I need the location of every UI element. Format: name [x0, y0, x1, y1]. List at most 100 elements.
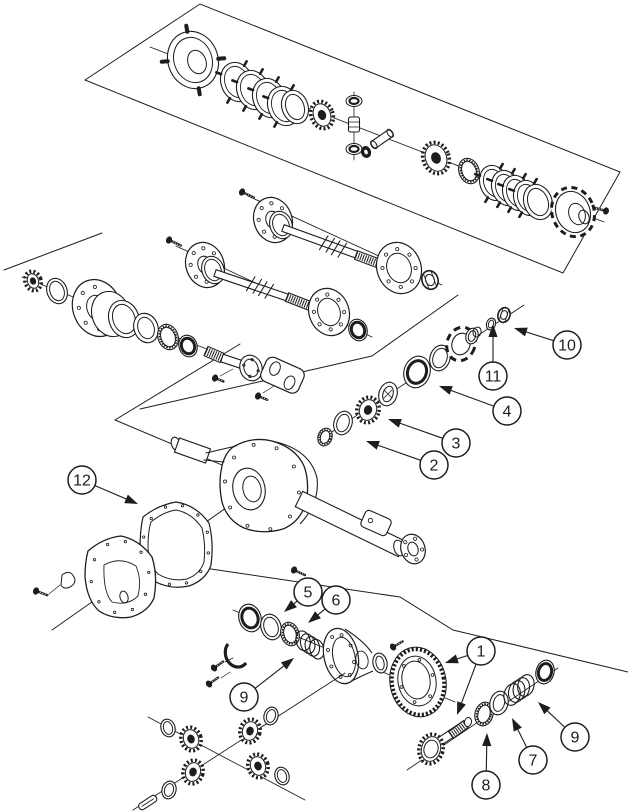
callout-circle	[518, 745, 548, 775]
plate-tab	[226, 96, 232, 104]
side-gear-body	[424, 144, 448, 172]
line	[337, 242, 348, 258]
arrowhead	[280, 658, 294, 670]
hole	[413, 536, 418, 541]
pinion-seal-rim	[405, 359, 429, 385]
bolt-threads	[216, 661, 224, 667]
hole	[196, 513, 200, 517]
thrust-washer	[160, 718, 176, 738]
mid-sheet-edge	[371, 294, 459, 357]
dust-shield-inner	[432, 347, 448, 369]
callout-number: 9	[240, 690, 249, 707]
bearing-cup	[133, 312, 159, 344]
plate-tab	[521, 172, 527, 180]
callout-leader	[459, 664, 477, 708]
hole	[315, 297, 320, 302]
callout-number: 5	[304, 585, 313, 602]
plate-tab	[485, 177, 494, 183]
hole	[268, 527, 273, 532]
callout-circle	[466, 636, 496, 666]
hole	[338, 322, 343, 327]
hole	[398, 284, 403, 289]
pinion-gear	[417, 732, 445, 766]
arrowhead	[445, 654, 459, 664]
plate-tab	[507, 206, 513, 214]
bolt-holes	[311, 292, 347, 332]
part-ellipse	[500, 310, 508, 320]
spider-gear-body	[182, 729, 200, 749]
carrier-bolt	[290, 566, 307, 577]
mid-sheet-edge	[139, 355, 373, 410]
thrust-washer-inner	[276, 769, 288, 783]
yoke-stub	[472, 326, 482, 338]
shaft-break-mark	[330, 240, 348, 258]
retainer-plate	[375, 241, 423, 295]
pinion-bearing-cone-body	[358, 399, 378, 421]
spider-gear-hub	[187, 734, 195, 744]
axle-nut	[421, 269, 439, 291]
thrust-washer-inner	[162, 721, 174, 735]
thrust-washer-inner	[163, 783, 175, 797]
coil-turn	[299, 633, 316, 654]
callout-12: 12	[67, 465, 138, 504]
drain-plug	[119, 590, 129, 604]
callout-number: 4	[503, 404, 512, 421]
hole	[328, 327, 333, 332]
hole	[123, 540, 127, 544]
bearing-cup-inner	[137, 316, 155, 340]
hole	[256, 217, 261, 222]
gasket-inner	[147, 509, 206, 581]
plate-tab	[498, 162, 504, 170]
ring-gear-bore	[401, 660, 431, 700]
callout-2: 2	[366, 440, 449, 480]
bolt-threads	[595, 207, 603, 211]
hole	[223, 479, 227, 484]
hole	[232, 455, 236, 460]
hole	[386, 279, 391, 284]
left-axle-tube	[173, 437, 212, 464]
callout-leader	[543, 707, 566, 728]
hole	[205, 530, 209, 534]
bolt-head	[290, 566, 298, 574]
diff-cover	[84, 535, 157, 619]
castellation	[184, 23, 190, 34]
side-gear-hub	[317, 109, 327, 121]
callout-number: 1	[477, 644, 486, 661]
spindle-bolt	[211, 374, 225, 383]
pinion-gear-assembly	[406, 659, 559, 771]
castellation	[159, 59, 170, 64]
flange-bolt	[165, 236, 182, 247]
arrowhead	[124, 494, 138, 504]
parts-drawing	[21, 23, 609, 811]
case-stud	[594, 206, 609, 215]
housing-bore-inner	[242, 475, 262, 503]
spider-gear-set	[132, 672, 346, 811]
line	[325, 237, 336, 253]
hole	[245, 523, 250, 528]
dust-shield	[429, 344, 451, 372]
plate-tab	[262, 95, 270, 100]
ring-gear-bolt	[389, 640, 404, 651]
callout-circle	[471, 770, 501, 800]
case-hub	[355, 650, 369, 670]
hole	[92, 284, 97, 289]
spline-teeth	[204, 347, 224, 362]
spline-teeth	[285, 293, 312, 310]
hole	[403, 540, 408, 545]
spring-perch	[360, 509, 392, 537]
bearing-cap	[223, 643, 248, 669]
callout-4: 4	[439, 386, 522, 426]
line	[141, 798, 154, 807]
bearing-ribs	[281, 623, 299, 645]
clutch-case-inner	[172, 36, 214, 84]
hole	[206, 551, 210, 555]
line	[245, 276, 256, 292]
callout-leader	[485, 741, 488, 772]
hole	[297, 490, 301, 495]
bracket-hole	[269, 361, 281, 376]
bearing-ribs	[475, 703, 493, 725]
cap-bolt	[210, 660, 225, 672]
callout-number: 9	[571, 730, 580, 747]
